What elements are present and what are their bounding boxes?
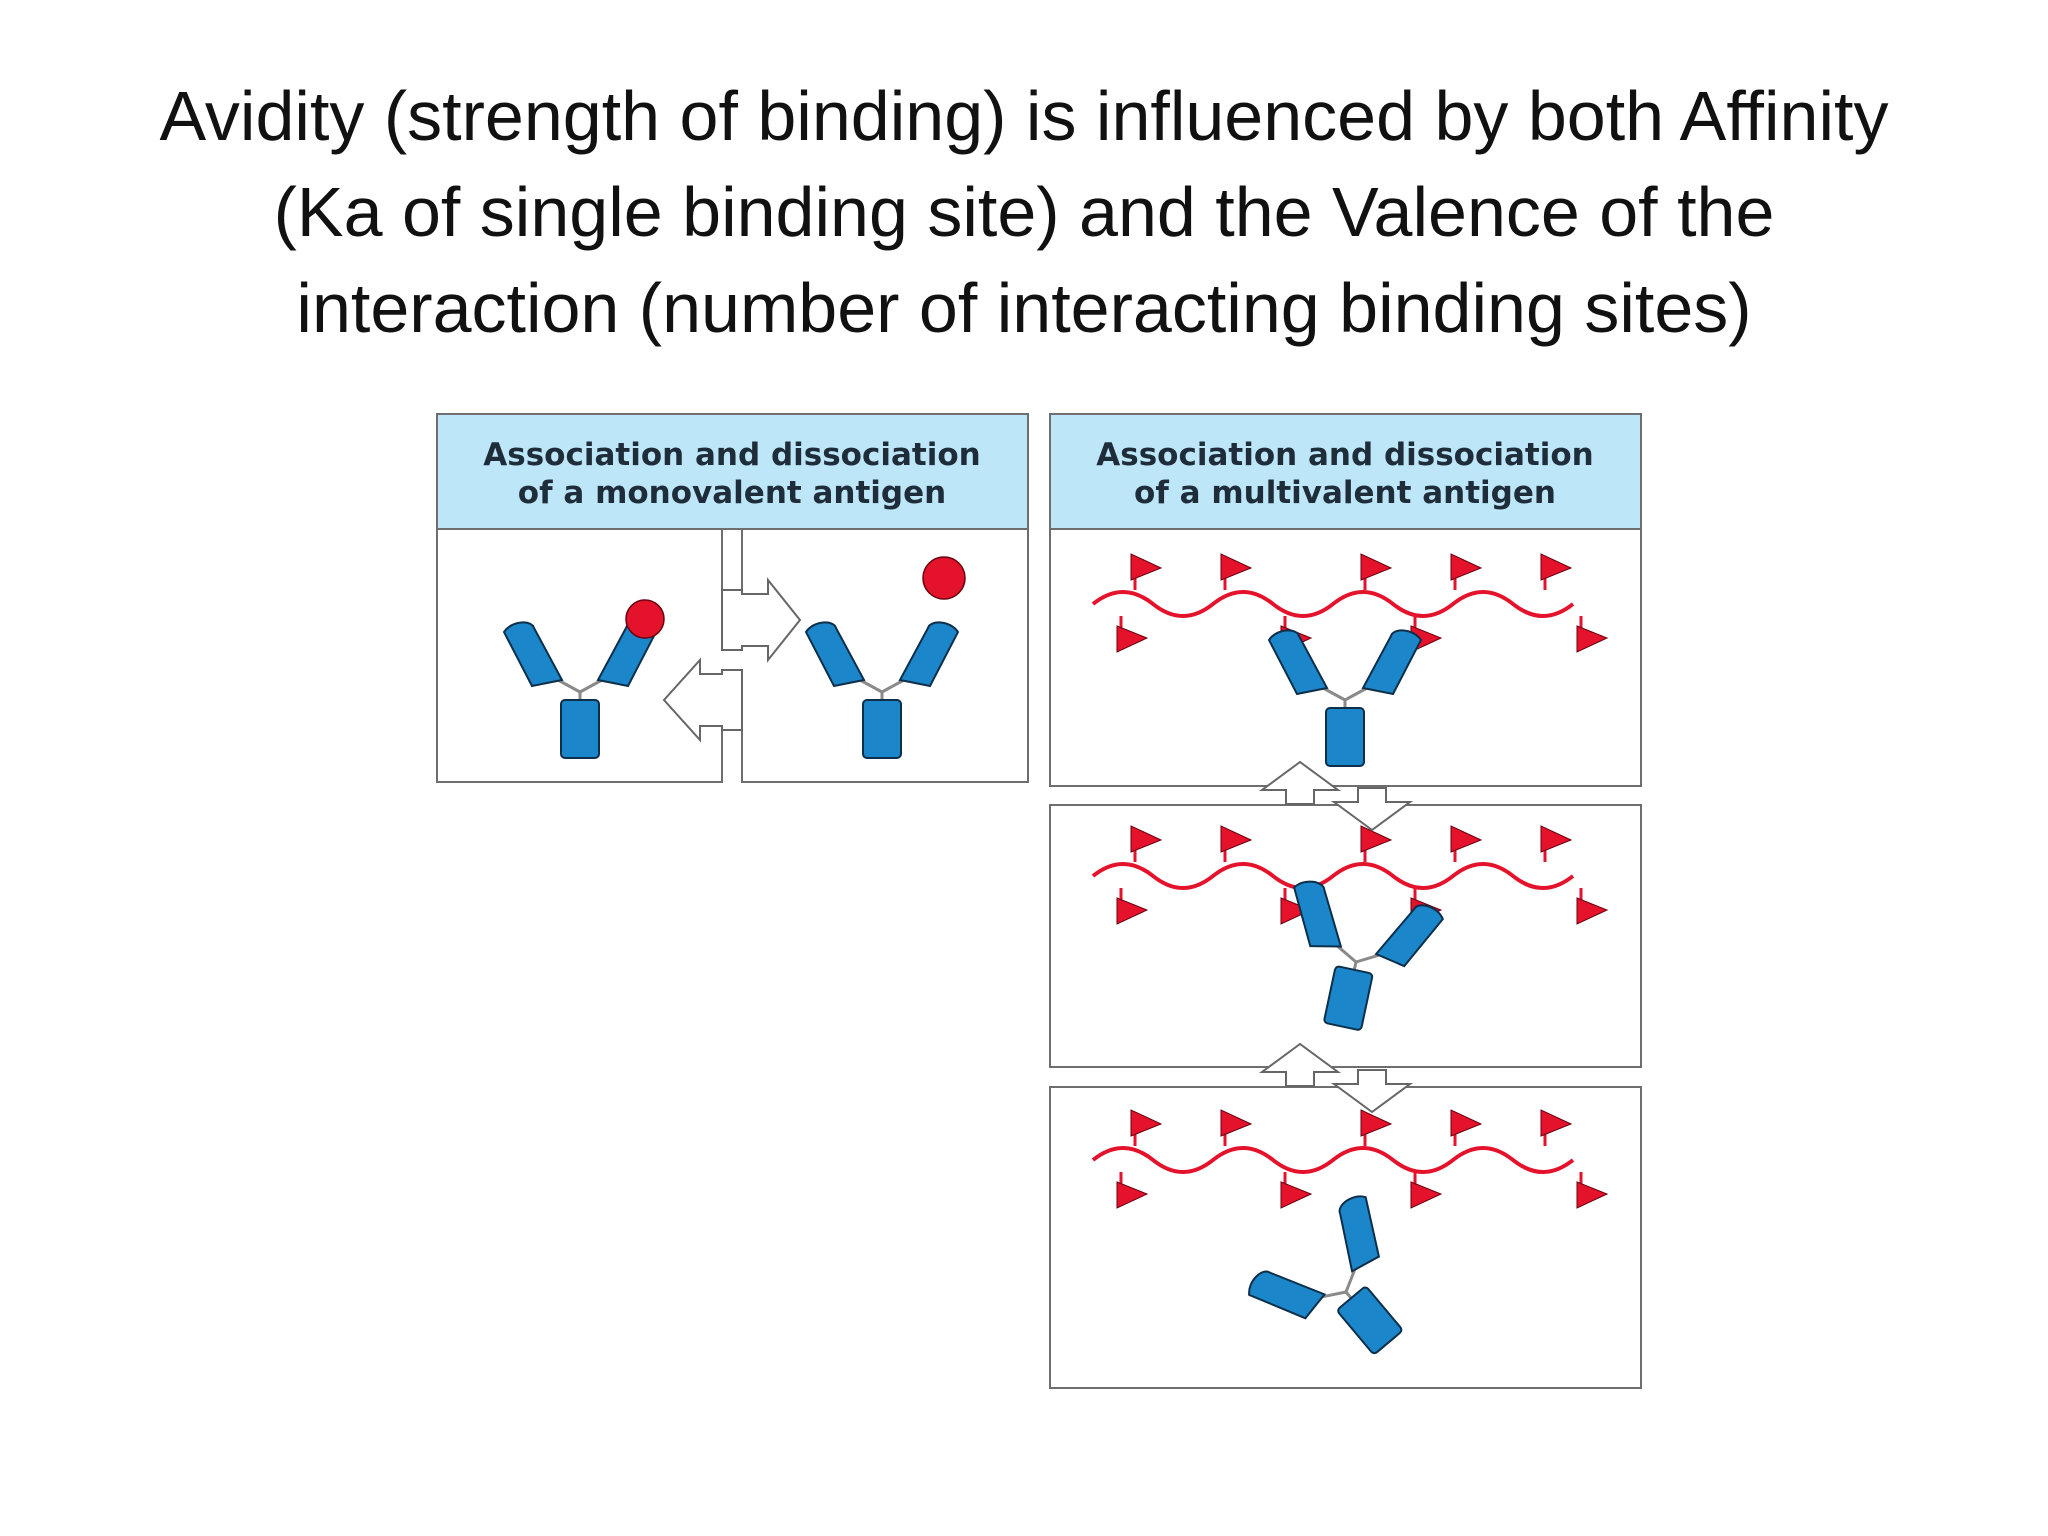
title-line-2: (Ka of single binding site) and the Vale… — [273, 173, 1775, 251]
slide-title: Avidity (strength of binding) is influen… — [0, 68, 2048, 356]
association-arrow-icon — [721, 577, 802, 663]
monovalent-header-line-1: Association and dissociation — [483, 437, 980, 473]
monovalent-panel: Association and dissociation of a monova… — [436, 413, 1029, 783]
multivalent-header-bg — [1049, 413, 1642, 530]
antibody-icon — [804, 620, 960, 760]
antibody-icon — [502, 620, 658, 760]
antigen-sphere-icon — [922, 556, 966, 600]
monovalent-header-bg — [436, 413, 1029, 530]
title-line-1: Avidity (strength of binding) is influen… — [159, 77, 1889, 155]
monovalent-header-line-2: of a monovalent antigen — [518, 475, 946, 511]
multivalent-panel: Association and dissociation of a multiv… — [1049, 413, 1642, 1393]
multivalent-header-line-2: of a multivalent antigen — [1134, 475, 1556, 511]
dissociation-arrow-icon — [662, 657, 743, 743]
multivalent-header-line-1: Association and dissociation — [1096, 437, 1593, 473]
antigen-sphere-icon — [625, 599, 665, 639]
title-line-3: interaction (number of interacting bindi… — [296, 269, 1752, 347]
